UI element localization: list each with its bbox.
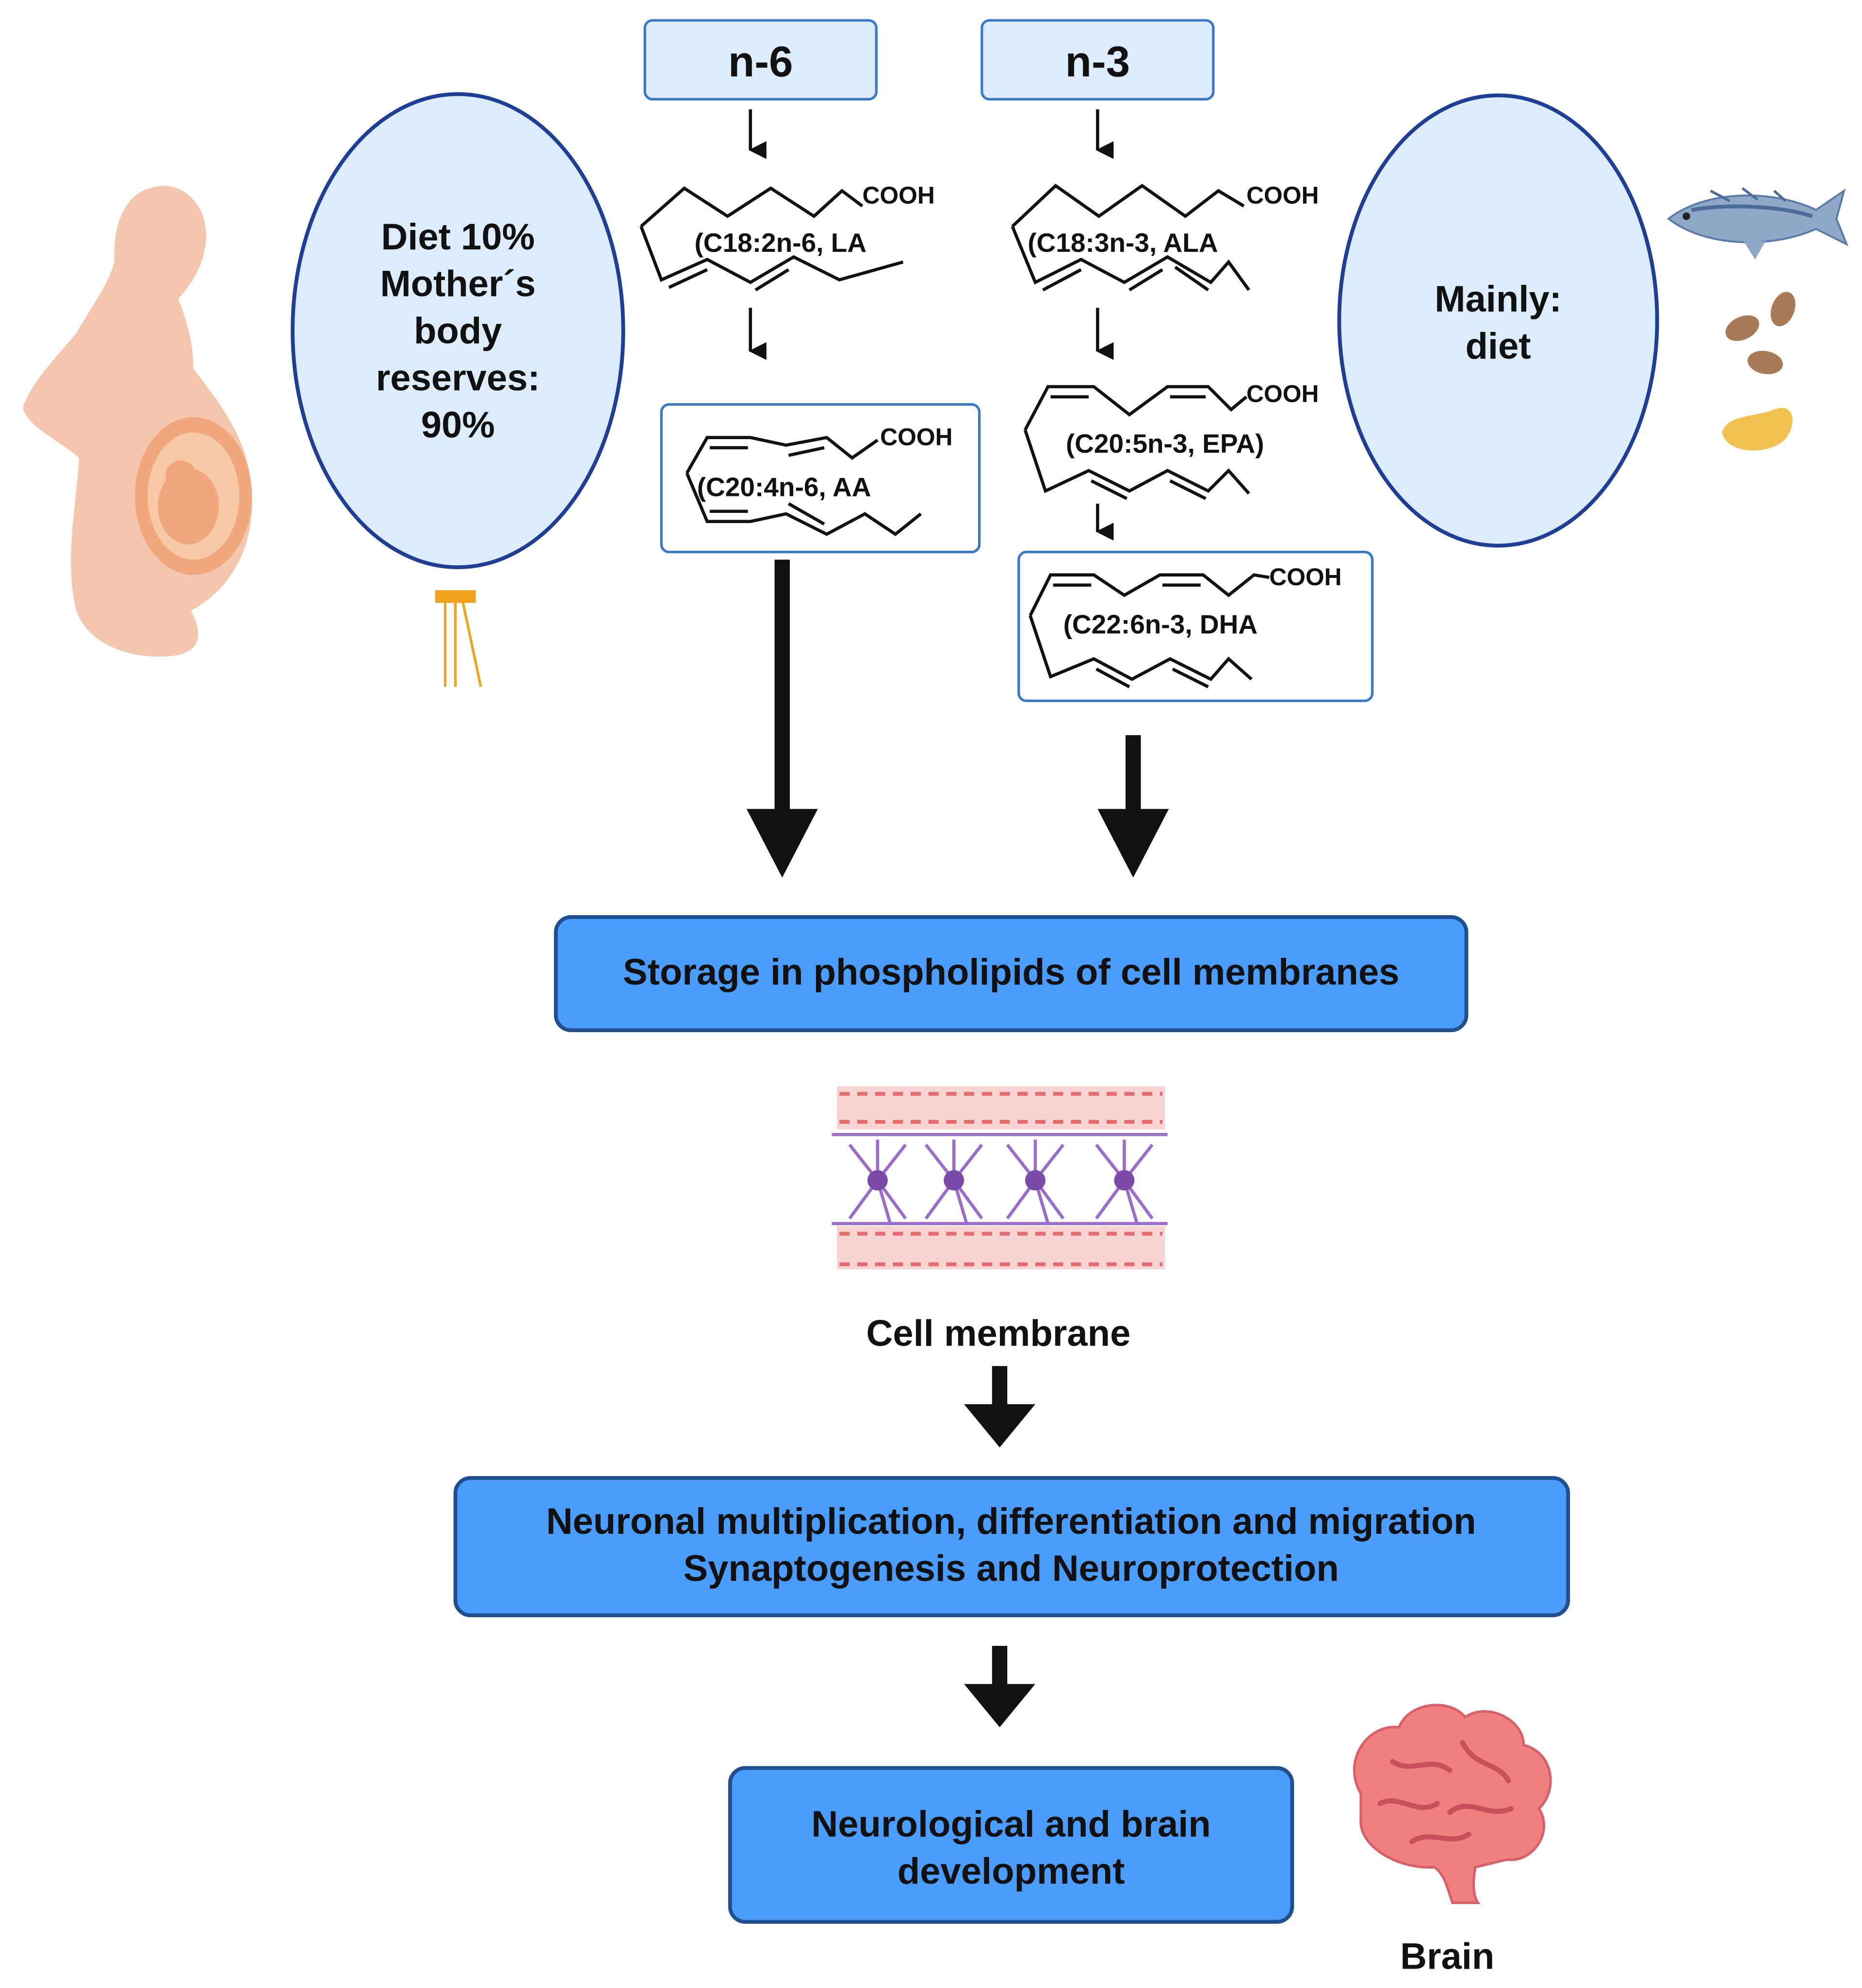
cell-membrane-caption: Cell membrane (866, 1313, 1130, 1354)
brain-icon (1353, 1704, 1552, 1904)
ala-label: (C18:3n-3, ALA (1028, 228, 1218, 258)
right-ellipse-line: Mainly: (1435, 279, 1562, 320)
left-ellipse-line: body (414, 311, 502, 352)
left-ellipse-line: reserves: (376, 358, 540, 399)
cell-membrane-icon (832, 1086, 1168, 1269)
left-ellipse-line: Mother´s (380, 263, 536, 305)
cooh-label: COOH (1269, 563, 1341, 591)
storage-text: Storage in phospholipids of cell membran… (623, 952, 1400, 993)
ala-structure: COOH (C18:3n-3, ALA (1011, 181, 1319, 292)
small-arrows (749, 109, 1114, 541)
neuronal-text-line2: Synaptogenesis and Neuroprotection (683, 1548, 1339, 1589)
fish-icon (1667, 187, 1849, 260)
nut-icon (1725, 292, 1796, 375)
epa-structure: COOH (C20:5n-3, EPA) (1023, 380, 1319, 500)
storage-box: Storage in phospholipids of cell membran… (554, 915, 1469, 1033)
n3-label: n-3 (1065, 37, 1130, 85)
neurological-text-line1: Neurological and brain (811, 1804, 1210, 1845)
cooh-label: COOH (880, 423, 952, 450)
pregnant-woman-icon (23, 185, 252, 657)
left-ellipse-line: 90% (421, 405, 495, 446)
epa-label: (C20:5n-3, EPA) (1066, 428, 1264, 459)
placenta-icon (435, 590, 482, 688)
aa-box: COOH (C20:4n-6, AA (660, 403, 981, 554)
diet-source-ellipse: Mainly: diet (1337, 93, 1659, 548)
maternal-source-ellipse: Diet 10% Mother´s body reserves: 90% (291, 92, 625, 570)
neuronal-text-line1: Neuronal multiplication, differentiation… (546, 1501, 1476, 1542)
bean-icon (1722, 408, 1793, 451)
n6-label: n-6 (728, 37, 793, 85)
cooh-label: COOH (1246, 181, 1319, 209)
brain-caption: Brain (1400, 1936, 1494, 1977)
dha-box: COOH (C22:6n-3, DHA (1017, 550, 1374, 702)
la-label: (C18:2n-6, LA (694, 228, 866, 258)
n3-header-box: n-3 (980, 19, 1215, 101)
cooh-label: COOH (862, 181, 934, 209)
la-structure: COOH (C18:2n-6, LA (639, 181, 935, 292)
left-ellipse-line: Diet 10% (381, 216, 535, 258)
dha-label: (C22:6n-3, DHA (1063, 609, 1258, 639)
n6-header-box: n-6 (643, 19, 878, 101)
right-ellipse-line: diet (1466, 326, 1531, 367)
neurological-text-line2: development (898, 1851, 1125, 1892)
thick-arrows (746, 559, 1169, 1727)
neurological-box: Neurological and brain development (728, 1766, 1294, 1924)
aa-label: (C20:4n-6, AA (697, 472, 871, 502)
neuronal-box: Neuronal multiplication, differentiation… (453, 1476, 1570, 1617)
cooh-label: COOH (1246, 380, 1319, 407)
